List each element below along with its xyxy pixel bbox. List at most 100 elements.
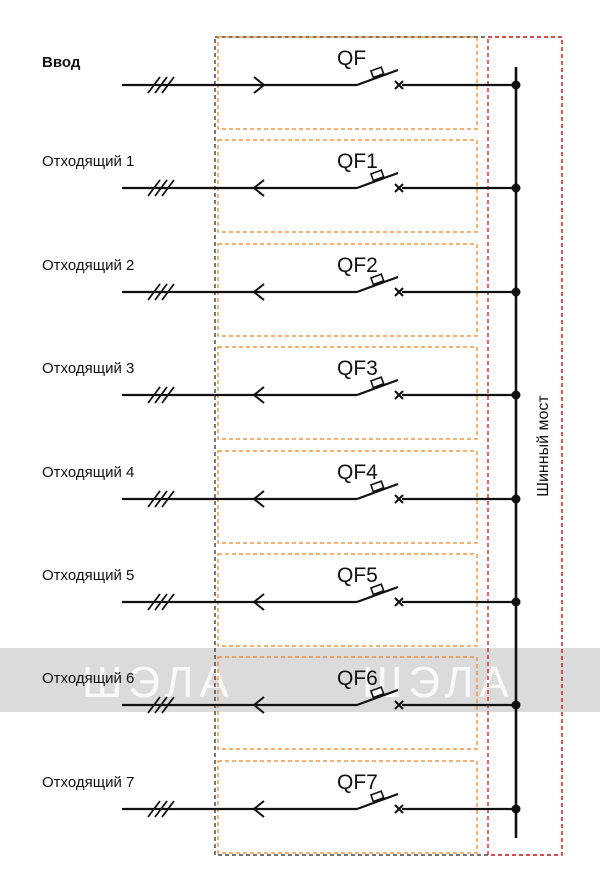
breaker-label: QF1: [337, 150, 378, 173]
breaker-label: QF6: [337, 667, 378, 690]
breaker-blade: [356, 171, 399, 190]
breaker-label: QF: [337, 47, 366, 70]
junction-dot-icon: [511, 597, 521, 607]
phase-mark: [161, 76, 175, 94]
breaker-blade: [356, 585, 399, 604]
junction-dot-icon: [511, 804, 521, 814]
phase-mark: [147, 283, 161, 301]
breaker-latch: [369, 66, 385, 79]
phase-mark: [154, 593, 168, 611]
circuit-breaker-icon: [356, 583, 404, 607]
plug-connector-icon: [252, 386, 265, 404]
phase-mark: [161, 800, 175, 818]
phase-mark: [147, 593, 161, 611]
plug-connector-icon: [252, 800, 265, 818]
phase-mark: [154, 283, 168, 301]
breaker-label: QF5: [337, 564, 378, 587]
breaker-latch: [369, 169, 385, 182]
breaker-latch: [369, 273, 385, 286]
circuit-breaker-icon: [356, 66, 404, 90]
module-frame: [217, 139, 478, 233]
busbar-compartment: [487, 36, 563, 856]
outgoing-label: Отходящий 4: [42, 464, 134, 481]
outgoing-label: Отходящий 5: [42, 567, 134, 584]
breaker-x: [394, 390, 404, 400]
breaker-blade: [356, 688, 399, 707]
breaker-label: QF3: [337, 357, 378, 380]
module-frame: [217, 760, 478, 854]
phase-mark: [154, 800, 168, 818]
feeder-row: Отходящий 6 QF6: [42, 656, 521, 750]
feeder-row: Отходящий 4 QF4: [42, 450, 521, 544]
breaker-latch: [369, 480, 385, 493]
phase-mark: [161, 386, 175, 404]
circuit-breaker-icon: [356, 273, 404, 297]
outgoing-label: Отходящий 2: [42, 257, 134, 274]
breaker-x: [394, 700, 404, 710]
plug-connector-icon: [252, 283, 265, 301]
plug-connector-icon: [252, 593, 265, 611]
feeder-row: Отходящий 5 QF5: [42, 553, 521, 647]
plug-connector-icon: [252, 179, 265, 197]
plug-connector-icon: [252, 490, 265, 508]
circuit-breaker-icon: [356, 169, 404, 193]
phase-mark: [154, 696, 168, 714]
cabinet-outline: [214, 36, 563, 856]
junction-dot-icon: [511, 80, 521, 90]
busbar-label: Шинный мост: [535, 395, 552, 497]
phase-mark: [154, 386, 168, 404]
three-phase-marks-icon: [147, 283, 175, 301]
breaker-x: [394, 494, 404, 504]
module-frame: [217, 243, 478, 337]
phase-mark: [147, 696, 161, 714]
outgoing-label: Отходящий 1: [42, 153, 134, 170]
phase-mark: [161, 179, 175, 197]
circuit-breaker-icon: [356, 686, 404, 710]
module-frame: [217, 36, 478, 130]
circuit-breaker-icon: [356, 376, 404, 400]
watermark-text-1: ШЭЛА: [82, 658, 235, 707]
junction-dot-icon: [511, 390, 521, 400]
phase-mark: [147, 386, 161, 404]
module-frame: [217, 656, 478, 750]
three-phase-marks-icon: [147, 179, 175, 197]
breaker-x: [394, 287, 404, 297]
feeder-row: Ввод QF: [42, 36, 521, 130]
module-frame: [217, 450, 478, 544]
phase-mark: [154, 179, 168, 197]
junction-dot-icon: [511, 183, 521, 193]
circuit-breaker-icon: [356, 790, 404, 814]
breaker-latch: [369, 376, 385, 389]
phase-mark: [147, 490, 161, 508]
input-label: Ввод: [42, 54, 81, 71]
module-frame: [217, 346, 478, 440]
outgoing-label: Отходящий 6: [42, 670, 134, 687]
watermark-band: ШЭЛА ШЭЛА: [0, 648, 600, 712]
phase-mark: [161, 593, 175, 611]
phase-mark: [161, 696, 175, 714]
breaker-blade: [356, 378, 399, 397]
feeder-row: Отходящий 1 QF1: [42, 139, 521, 233]
phase-mark: [154, 490, 168, 508]
breaker-x: [394, 597, 404, 607]
breaker-label: QF2: [337, 254, 378, 277]
breaker-blade: [356, 482, 399, 501]
breaker-latch: [369, 790, 385, 803]
breaker-label: QF7: [337, 771, 378, 794]
feeder-row: Отходящий 2 QF2: [42, 243, 521, 337]
breaker-latch: [369, 686, 385, 699]
breaker-x: [394, 804, 404, 814]
breaker-blade: [356, 275, 399, 294]
phase-mark: [161, 283, 175, 301]
three-phase-marks-icon: [147, 76, 175, 94]
plug-connector-icon: [252, 696, 265, 714]
breaker-label: QF4: [337, 461, 378, 484]
breaker-x: [394, 80, 404, 90]
phase-mark: [161, 490, 175, 508]
phase-mark: [154, 76, 168, 94]
three-phase-marks-icon: [147, 490, 175, 508]
junction-dot-icon: [511, 494, 521, 504]
